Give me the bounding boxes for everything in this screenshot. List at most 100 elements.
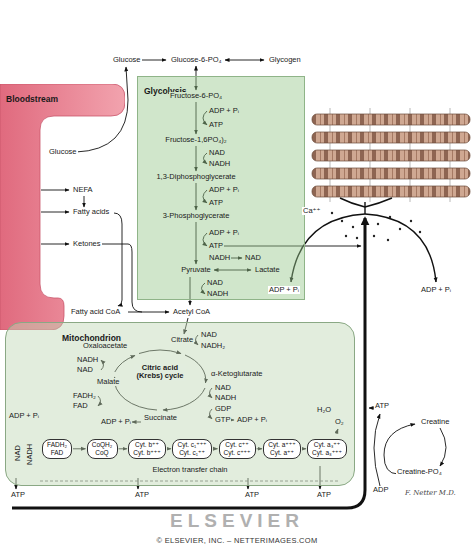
- metabolite-label: NADH: [76, 356, 99, 364]
- mitochondrion: MitochondrionFADH₂FADCoQH₂CoQCyt. b⁺⁺Cyt…: [5, 322, 355, 486]
- carrier-text: Cyt. b⁺⁺: [132, 441, 162, 449]
- metabolite-label: H₂O: [316, 406, 332, 414]
- metabolite-label: NADH: [26, 443, 34, 466]
- metabolite-label: ATP: [208, 242, 224, 250]
- metabolite-label: NADH: [208, 254, 231, 262]
- metabolite-label: ADP + Pᵢ: [8, 412, 40, 420]
- metabolite-label: Glucose: [112, 56, 142, 64]
- carrier-box: Cyt. b⁺⁺Cyt. b⁺⁺⁺: [128, 439, 166, 459]
- calcium-dots: [331, 212, 421, 241]
- metabolite-label: Oxaloacetate: [82, 342, 128, 350]
- metabolite-label: ADP + Pᵢ: [208, 186, 240, 194]
- metabolite-label: ADP + Pᵢ: [208, 107, 240, 115]
- reaction-arrow: [384, 424, 415, 474]
- carrier-text: Cyt. c₁⁺⁺⁺: [176, 441, 208, 449]
- reaction-arrow: [440, 428, 446, 466]
- muscle-fibres: [312, 168, 470, 179]
- metabolite-label: GDP: [214, 405, 232, 413]
- carrier-text: Cyt. a₃⁺⁺: [311, 441, 343, 449]
- reaction-arrow: [41, 244, 69, 245]
- metabolite-label: Citrate: [170, 336, 194, 344]
- nerve-branches: [365, 198, 392, 207]
- metabolite-label: Malate: [96, 378, 121, 386]
- bloodstream-shape: [0, 84, 125, 330]
- carrier-text: Cyt. c⁺⁺⁺: [223, 449, 252, 457]
- calcium-dots: [419, 231, 421, 233]
- calcium-dots: [377, 223, 379, 225]
- metabolite-label: Lactate: [254, 266, 281, 274]
- nerve-branches: [365, 214, 436, 282]
- metabolite-label: NAD: [206, 279, 224, 287]
- metabolite-label: ADP + Pᵢ: [236, 416, 268, 424]
- reaction-arrow: [84, 196, 85, 207]
- watermark: ELSEVIER: [169, 511, 305, 532]
- metabolite-label: Fatty acids: [72, 208, 110, 216]
- metabolite-label: ADP: [372, 486, 389, 494]
- carrier-text: Cyt. a⁺⁺⁺: [267, 441, 297, 449]
- carrier-text: Cyt. c⁺⁺: [223, 441, 252, 449]
- metabolite-label: ADP + Pᵢ: [100, 418, 132, 426]
- metabolite-label: Fatty acid CoA: [70, 308, 121, 316]
- metabolite-label: Glucose: [48, 148, 78, 156]
- calcium-dots: [356, 237, 358, 239]
- carrier-text: FAD: [46, 449, 68, 457]
- metabolite-label: Pyruvate: [180, 266, 212, 274]
- muscle-fibres: [312, 132, 470, 143]
- cycle-title: Citric acid (Krebs) cycle: [134, 364, 186, 381]
- metabolite-label: NADH: [214, 394, 237, 402]
- metabolite-label: NAD: [208, 149, 226, 157]
- reaction-arrow: [41, 190, 69, 191]
- metabolite-label: NAD: [200, 331, 218, 339]
- region-heading: Bloodstream: [5, 95, 59, 105]
- calcium-dots: [410, 220, 412, 222]
- calcium-dots: [373, 235, 375, 237]
- carrier-text: CoQH₂: [91, 441, 114, 449]
- metabolite-label: Glycogen: [268, 56, 302, 64]
- carrier-text: FADH₂: [46, 441, 68, 449]
- carrier-box: Cyt. c⁺⁺Cyt. c⁺⁺⁺: [219, 439, 256, 459]
- carrier-text: Cyt. a⁺⁺: [267, 449, 297, 457]
- muscle-fibres: [312, 108, 470, 202]
- carrier-box: CoQH₂CoQ: [87, 439, 118, 459]
- metabolite-label: ATP: [244, 491, 260, 499]
- carrier-box: Cyt. c₁⁺⁺⁺Cyt. c₁⁺⁺: [172, 439, 212, 459]
- metabolite-label: Fructose-1,6PO₄)₂: [164, 136, 227, 144]
- calcium-dots: [389, 216, 391, 218]
- calcium-dots: [387, 239, 389, 241]
- carrier-box: FADH₂FAD: [42, 439, 72, 459]
- calcium-dots: [341, 220, 343, 222]
- metabolite-label: α-Ketoglutarate: [210, 370, 263, 378]
- metabolite-label: NAD: [76, 366, 94, 374]
- muscle-fibres: [312, 150, 470, 161]
- metabolite-label: Acetyl CoA: [172, 308, 211, 316]
- metabolite-label: Glucose-6-PO₄: [170, 56, 223, 64]
- reaction-arrow: [114, 213, 122, 306]
- calcium-dots: [345, 235, 347, 237]
- metabolite-label: NAD: [244, 254, 262, 262]
- metabolite-label: Electron transfer chain: [151, 466, 228, 474]
- metabolite-label: ATP: [134, 491, 150, 499]
- carrier-text: Cyt. b⁺⁺⁺: [132, 449, 162, 457]
- metabolite-label: ADP + Pᵢ: [208, 229, 240, 237]
- metabolite-label: ATP: [208, 199, 224, 207]
- carrier-box: Cyt. a₃⁺⁺Cyt. a₃⁺⁺⁺: [307, 439, 347, 459]
- carrier-text: Cyt. a₃⁺⁺⁺: [311, 449, 343, 457]
- muscle-fibres: [312, 114, 470, 125]
- metabolite-label: Succinate: [143, 414, 178, 422]
- copyright-line: © ELSEVIER, INC. – NETTERIMAGES.COM: [155, 537, 318, 545]
- metabolite-label: NADH₂: [200, 342, 226, 350]
- metabolite-label: ADP + Pᵢ: [420, 286, 452, 294]
- calcium-dots: [399, 228, 401, 230]
- metabolite-label: Fructose-6-PO₄: [169, 92, 223, 100]
- metabolite-label: NEFA: [72, 186, 94, 194]
- carrier-box: Cyt. a⁺⁺⁺Cyt. a⁺⁺: [263, 439, 301, 459]
- metabolite-label: Ketones: [72, 240, 102, 248]
- metabolite-label: NAD: [14, 444, 22, 462]
- metabolite-label: ATP: [374, 402, 390, 410]
- reaction-arrow: [374, 414, 380, 486]
- metabolite-label: NADH: [206, 290, 229, 298]
- reaction-arrow: [225, 60, 264, 61]
- reaction-arrow: [102, 244, 142, 312]
- metabolite-label: Creatine: [420, 418, 450, 426]
- reaction-arrow: [41, 212, 69, 213]
